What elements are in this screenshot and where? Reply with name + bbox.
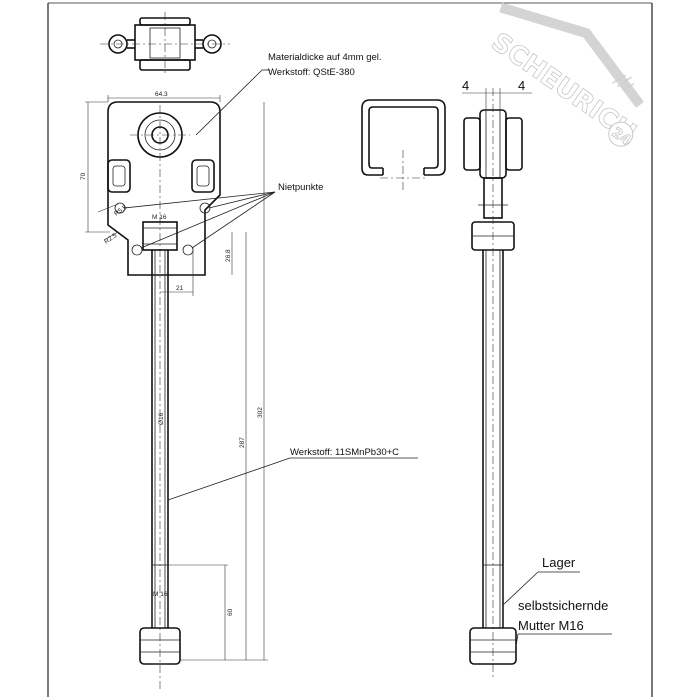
dim-length-302: 302 <box>257 407 264 418</box>
note-rivet-points: Nietpunkte <box>278 182 323 193</box>
note-material-thickness: Materialdicke auf 4mm gel. <box>268 52 382 63</box>
note-nut-line1: selbstsichernde <box>518 598 608 613</box>
dim-thread-len: 60 <box>227 608 234 616</box>
dim-thread-bottom: M 16 <box>153 591 168 598</box>
dim-thread-top: M 16 <box>152 214 167 221</box>
watermark-logo: SCHEURICH 24 <box>485 2 645 149</box>
top-view <box>100 12 230 76</box>
note-bearing: Lager <box>542 555 576 570</box>
callouts: Materialdicke auf 4mm gel. Werkstoff: QS… <box>123 52 612 647</box>
dim-shaft-dia: Ø16 <box>158 412 165 425</box>
dim-radius-large: R2.5 <box>103 232 119 246</box>
dim-plate-height: 70 <box>80 172 87 180</box>
dim-plate-width: 64.3 <box>155 91 168 98</box>
dim-length-287: 287 <box>239 437 246 448</box>
dim-height-26: 26.8 <box>225 249 232 262</box>
front-view: 64.3 70 R5.5 R2.5 M 16 21 26.8 Ø16 287 3… <box>80 91 268 690</box>
rail-profile-view <box>361 99 446 190</box>
note-shaft-material: Werkstoff: 11SMnPb30+C <box>290 447 399 458</box>
dim-gap-left: 4 <box>462 78 469 93</box>
dim-gap-right: 4 <box>518 78 525 93</box>
side-view: 4 4 <box>462 78 532 680</box>
dim-offset-21: 21 <box>176 285 184 292</box>
drawing-frame <box>47 2 653 697</box>
note-nut-line2: Mutter M16 <box>518 618 584 633</box>
note-material-spec: Werkstoff: QStE-380 <box>268 67 355 78</box>
